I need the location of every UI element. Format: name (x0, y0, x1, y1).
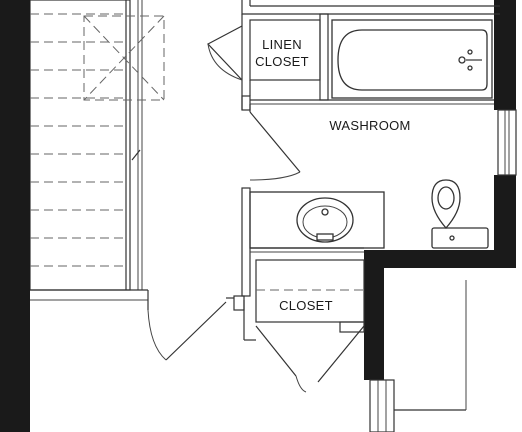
staircase (29, 0, 165, 301)
tub-drain-icon (458, 56, 466, 64)
sink-icon (296, 197, 354, 243)
closet: CLOSET (233, 259, 365, 393)
linen-closet-label-line1: LINEN (262, 37, 302, 52)
toilet (431, 179, 489, 249)
window (497, 109, 517, 176)
washroom-label: WASHROOM (329, 118, 410, 133)
linen-closet-label-line2: CLOSET (255, 54, 309, 69)
closet-label: CLOSET (279, 298, 333, 313)
washroom: WASHROOM (241, 13, 517, 297)
bathtub (331, 19, 493, 99)
lower-right-area (369, 280, 467, 432)
hall-door (147, 297, 234, 361)
linen-closet: LINEN CLOSET (207, 0, 500, 111)
vanity (249, 191, 385, 249)
